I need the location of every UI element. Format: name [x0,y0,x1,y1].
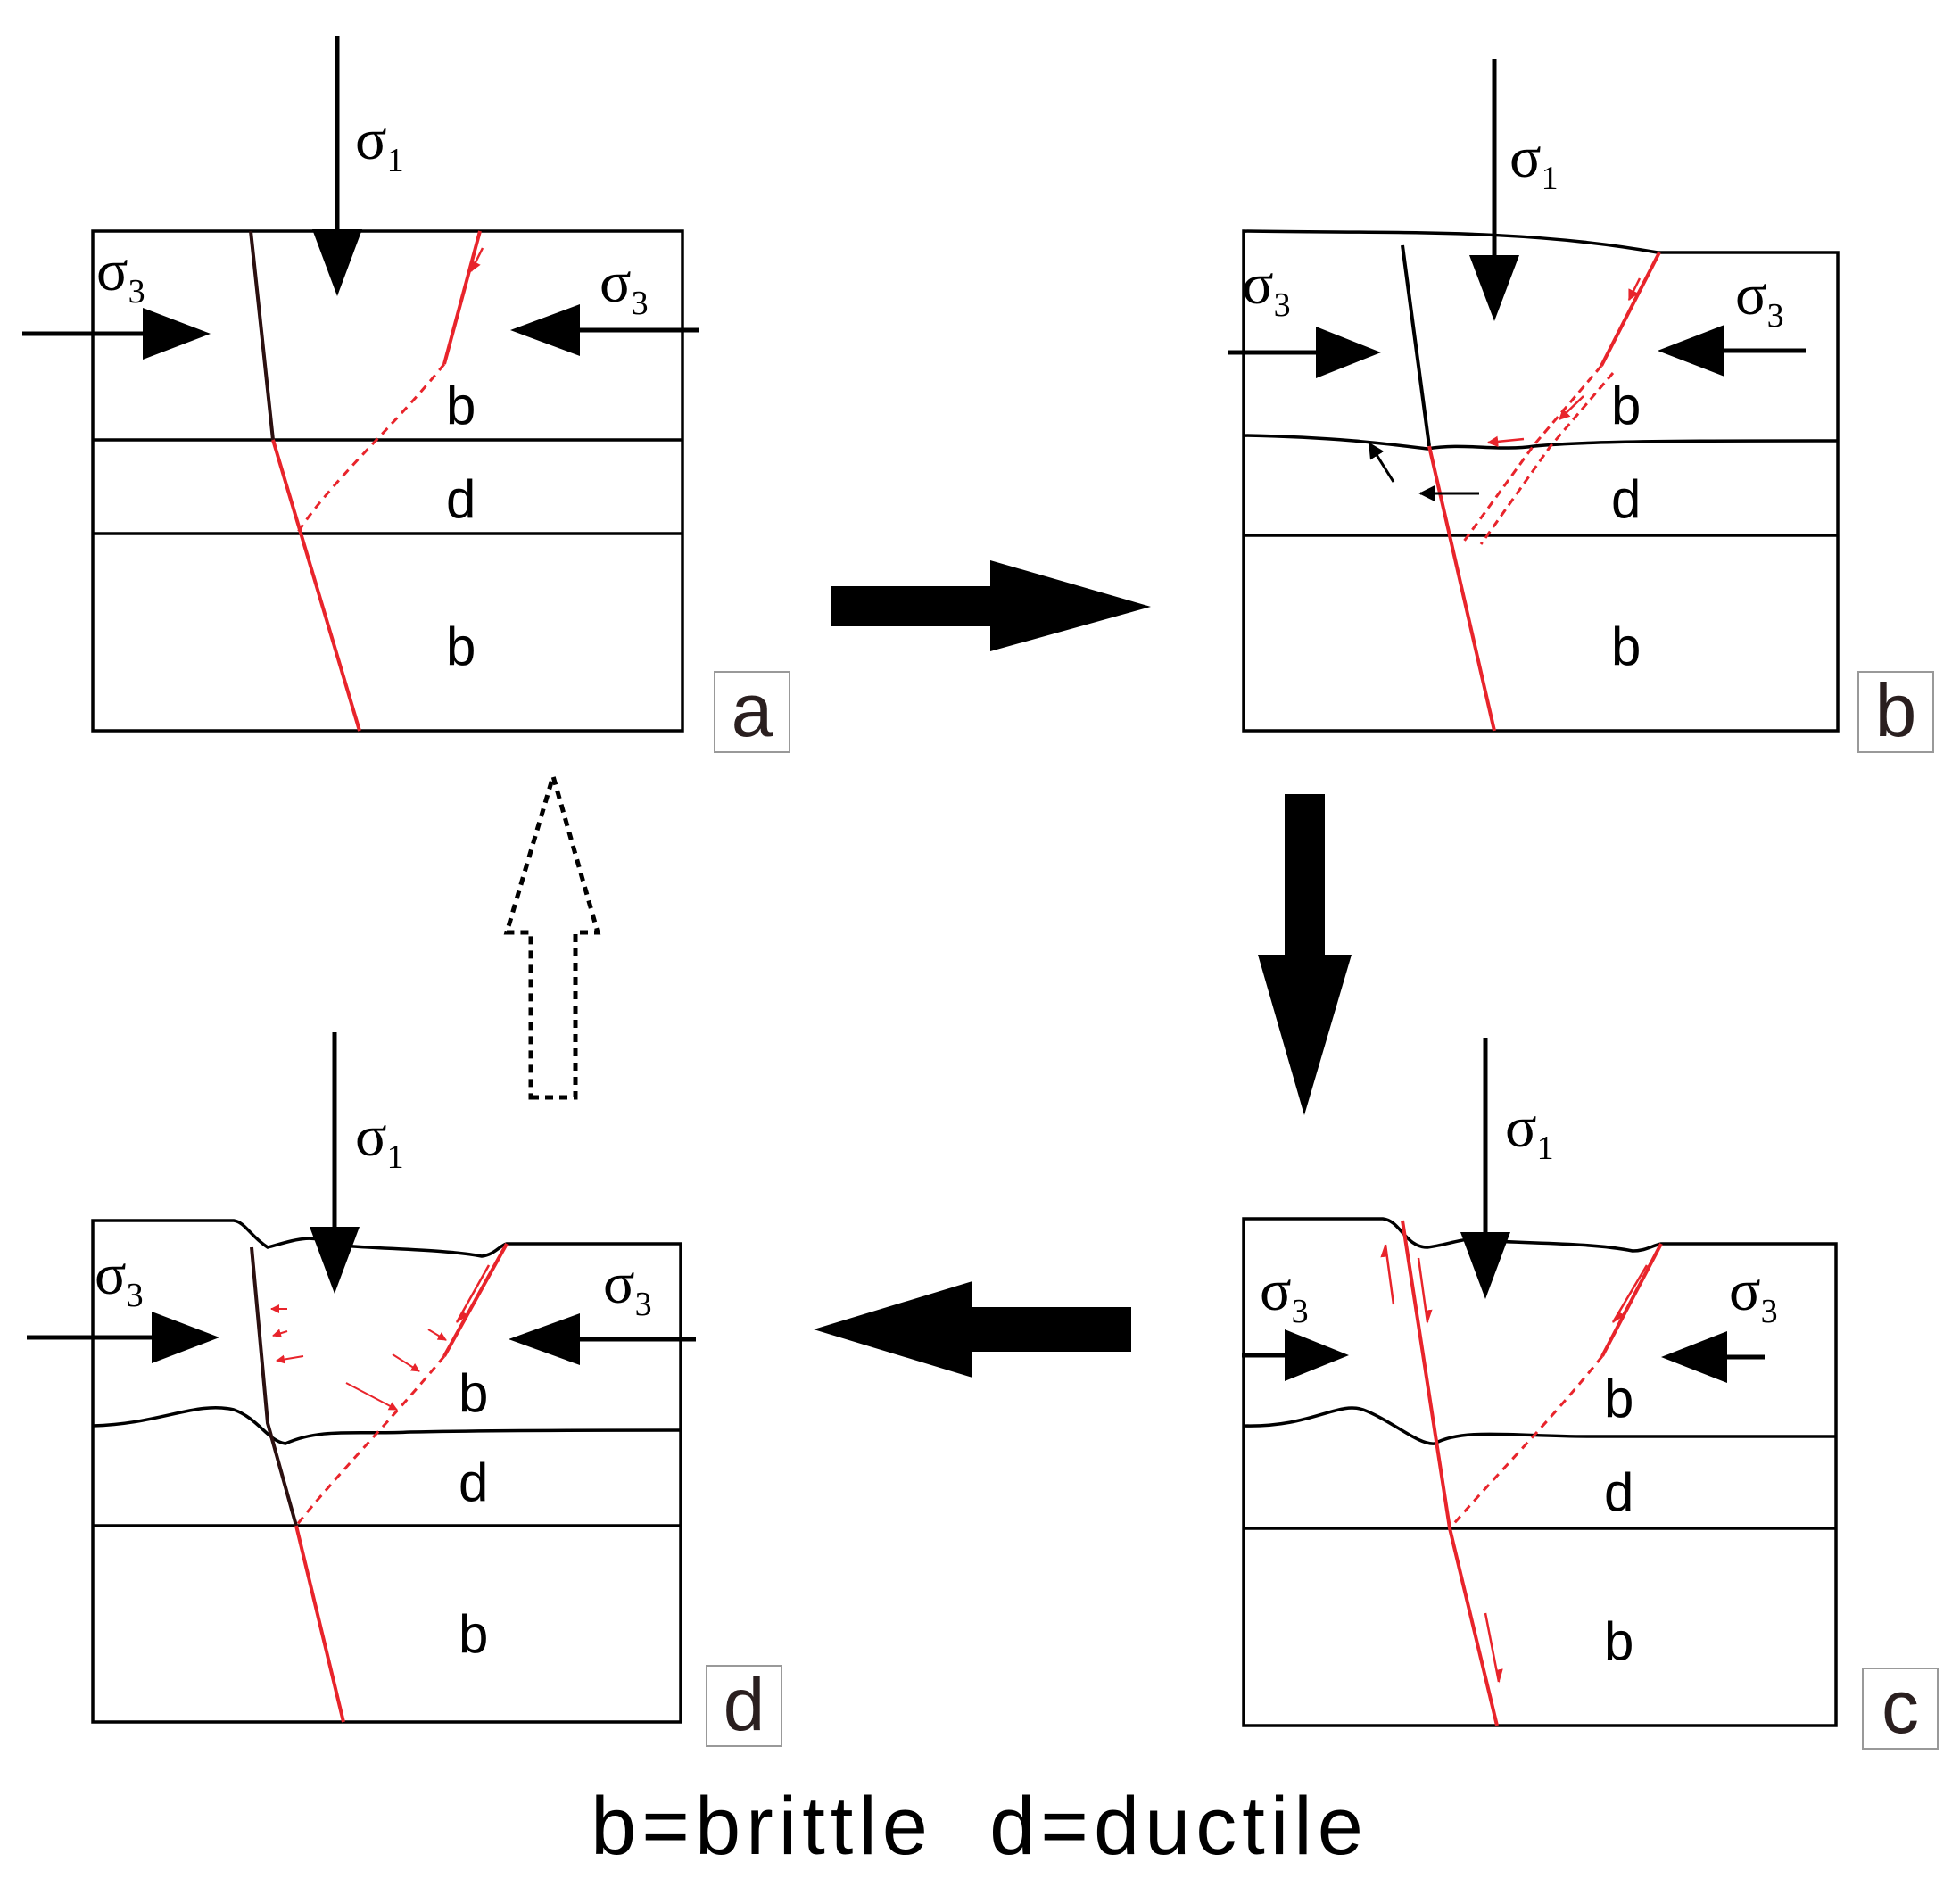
panel-a-right-fault [442,230,482,365]
panel-a-slip-arrow [469,247,484,273]
panel-c-slip-arrow-lower [1484,1612,1503,1684]
panel-a-layer-lower-label: b [446,617,476,676]
panel-d-sigma3-left-arrowhead [152,1312,219,1363]
panel-d-letter-box [706,1665,782,1747]
arrow-c-to-d [814,1281,1131,1378]
panel-b-slip-arrow-1 [1627,277,1642,302]
panel-d-sigma1-label: σ1 [355,1104,404,1176]
panel-b-right-fault [1600,252,1661,367]
arrow-d-to-a-dotted [503,768,601,1100]
panel-d-letter: d [724,1662,765,1746]
panel-d-layer-upper-label: b [459,1363,488,1423]
panel-b-sigma1-label: σ1 [1509,125,1559,197]
panel-d-right-fault [442,1243,509,1357]
panel-d-stress-arrow-4 [345,1382,398,1411]
panel-d-left-fault-lower [294,1525,345,1723]
legend-text: b=brittle d=ductile [591,1781,1369,1872]
panel-c-sigma1-label: σ1 [1505,1095,1554,1167]
panel-b-letter: b [1875,668,1917,752]
panel-b-sigma3-right-label: σ3 [1735,262,1784,335]
panel-b-layer-upper-label: b [1611,376,1641,435]
panel-a-letter-box [714,671,790,753]
panel-a-sigma3-right-arrowhead [510,304,580,356]
panel-a: σ1 σ3 σ3 b d b a [22,36,790,753]
panel-a-left-fault-lower [271,439,361,732]
panel-d-stress-arrow-3 [276,1354,304,1364]
panel-c-layer-upper-label: b [1604,1369,1633,1428]
panel-b-right-fault-dashed-2 [1479,372,1615,545]
panel-b-sigma3-left-label: σ3 [1242,252,1291,324]
panel-d-slip-arrow-right [455,1264,491,1324]
panel-c-sigma1-arrowhead [1460,1232,1510,1299]
panel-a-letter: a [732,668,773,752]
panel-a-layer-middle-label: d [446,469,476,529]
panel-a-sigma3-right-label: σ3 [600,250,649,322]
panel-b-frame [1242,229,1840,733]
panel-c-layer-boundary-upper [1243,1406,1836,1445]
panel-d-sigma3-left-label: σ3 [95,1242,144,1314]
panel-c-slip-arrow-up [1380,1243,1395,1305]
panel-b-slip-arrow-3 [1486,435,1525,448]
panel-d-stress-arrow-2 [272,1329,288,1338]
panel-d: σ1 σ3 σ3 b d b d [27,1032,782,1747]
panel-b: σ1 σ3 σ3 b d b b [1228,59,1934,753]
panel-b-right-fault-dashed-1 [1461,365,1603,543]
arrow-b-to-c [1258,794,1352,1115]
panel-d-right-fault-dashed [294,1355,446,1527]
panel-b-left-fault-lower [1427,445,1496,732]
panel-b-layer-boundary-upper [1243,434,1839,451]
panel-c-letter-box [1862,1668,1939,1750]
panel-d-stress-arrow-6 [427,1329,447,1341]
panel-d-layer-boundary-upper [92,1405,682,1445]
panel-c-left-fault [1401,1220,1499,1726]
panel-c-sigma3-right-arrowhead [1661,1331,1727,1383]
panel-c-sigma3-left-label: σ3 [1260,1258,1309,1330]
panel-d-layer-lower-label: b [459,1604,488,1664]
panel-a-sigma3-left-label: σ3 [96,238,145,310]
panel-a-frame [91,229,684,733]
panel-b-letter-box [1857,671,1934,753]
panel-b-left-fault-upper [1401,244,1431,447]
panel-a-right-fault-dashed [295,363,446,534]
panel-b-sigma1-arrowhead [1469,255,1519,321]
panel-a-layer-upper-label: b [446,376,476,435]
panel-c-layer-lower-label: b [1604,1611,1633,1671]
panel-d-sigma3-right-label: σ3 [603,1251,652,1323]
panel-d-sigma3-right-arrowhead [509,1313,580,1365]
arrow-a-to-b [831,560,1151,651]
panel-c-sigma3-right-label: σ3 [1729,1258,1778,1330]
panel-c: σ1 σ3 σ3 b d b c [1242,1038,1939,1750]
panel-c-layer-middle-label: d [1604,1462,1633,1522]
panel-a-left-fault-upper [249,230,275,441]
panel-b-sigma3-left-arrowhead [1316,327,1381,378]
panel-a-sigma1-label: σ1 [355,107,404,179]
panel-c-slip-arrow-down [1417,1257,1433,1324]
panel-b-layer-lower-label: b [1611,617,1641,676]
panel-c-right-fault [1600,1243,1663,1357]
panel-c-sigma3-left-arrowhead [1285,1329,1349,1381]
panel-c-right-fault-dashed [1448,1355,1604,1529]
panel-d-sigma1-arrowhead [310,1227,360,1294]
panel-d-stress-arrow-5 [392,1353,420,1372]
panel-a-sigma1-arrowhead [312,229,362,296]
panel-d-frame [91,1219,682,1724]
panel-b-slip-arrow-2 [1559,395,1584,420]
panel-b-sigma3-right-arrowhead [1658,325,1724,377]
panel-c-slip-arrow-right [1611,1264,1649,1324]
panel-c-letter: c [1881,1665,1919,1749]
panel-b-flow-arrow-oblique [1368,442,1395,483]
panel-a-sigma3-left-arrowhead [143,308,211,360]
panel-d-layer-middle-label: d [459,1453,488,1512]
panel-b-layer-middle-label: d [1611,469,1641,529]
panel-d-left-fault-upper [250,1246,298,1527]
